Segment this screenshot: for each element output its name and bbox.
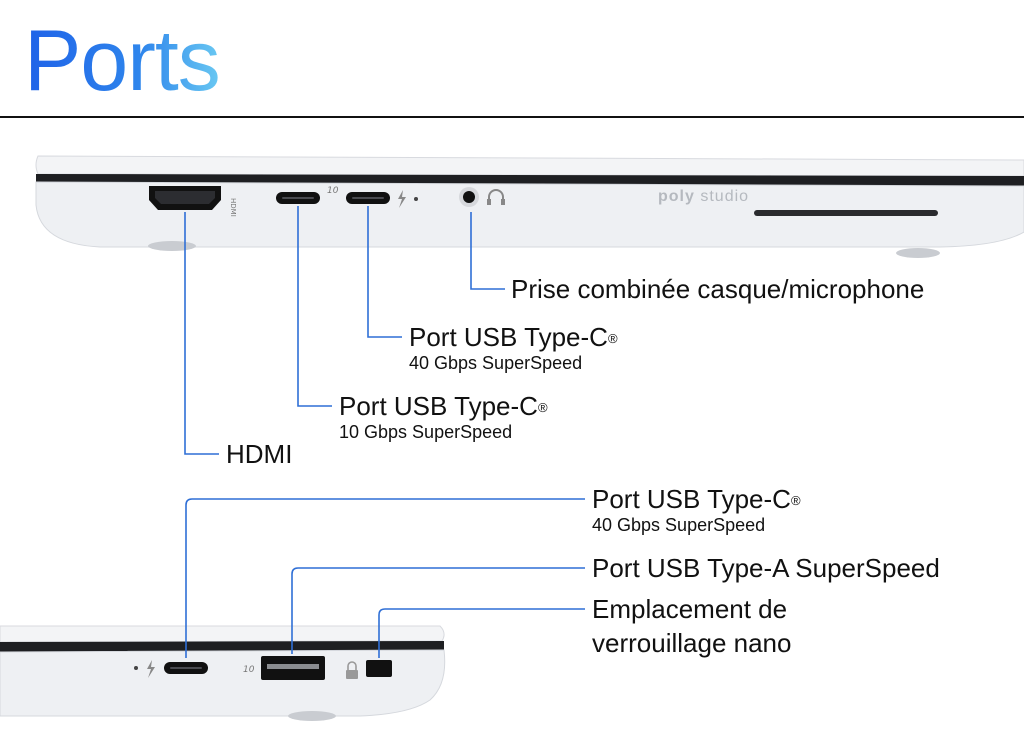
label-usba: Port USB Type-A SuperSpeed xyxy=(592,553,940,583)
callout-usbc-10 xyxy=(297,206,332,407)
callout-usbc-40-left xyxy=(367,206,402,338)
callout-hdmi xyxy=(184,212,219,455)
thunderbolt-icon xyxy=(398,190,406,208)
headphone-icon xyxy=(488,189,504,203)
laptop-left-side: HDMI 10 xyxy=(35,155,1024,258)
label-hdmi: HDMI xyxy=(226,439,293,469)
callout-usbc-40-right xyxy=(185,498,585,658)
lock-icon xyxy=(347,661,357,671)
svg-text:10: 10 xyxy=(327,186,339,196)
svg-text:10: 10 xyxy=(243,665,255,675)
label-usbc-40-right: Port USB Type-C® 40 Gbps SuperSpeed xyxy=(592,484,801,535)
vent-slot xyxy=(754,210,938,216)
callout-usba xyxy=(291,567,585,654)
callout-audio xyxy=(470,212,505,290)
callout-lock-slot xyxy=(378,608,585,658)
label-usbc-10: Port USB Type-C® 10 Gbps SuperSpeed xyxy=(339,391,548,442)
brand-logo: poly studio xyxy=(658,188,750,205)
left-callout-lines xyxy=(184,206,505,455)
thunderbolt-icon xyxy=(147,660,155,678)
label-lock-slot: Emplacement de verrouillage nano xyxy=(592,594,792,658)
page-title: Ports xyxy=(24,13,221,109)
lock-slot-icon xyxy=(366,660,392,677)
label-audio-jack: Prise combinée casque/microphone xyxy=(511,274,925,304)
title-divider xyxy=(0,116,1024,118)
right-callout-lines xyxy=(185,498,585,658)
label-usbc-40-left: Port USB Type-C® 40 Gbps SuperSpeed xyxy=(409,322,618,373)
laptop-right-side: 10 xyxy=(0,625,446,721)
svg-text:HDMI: HDMI xyxy=(229,198,237,217)
